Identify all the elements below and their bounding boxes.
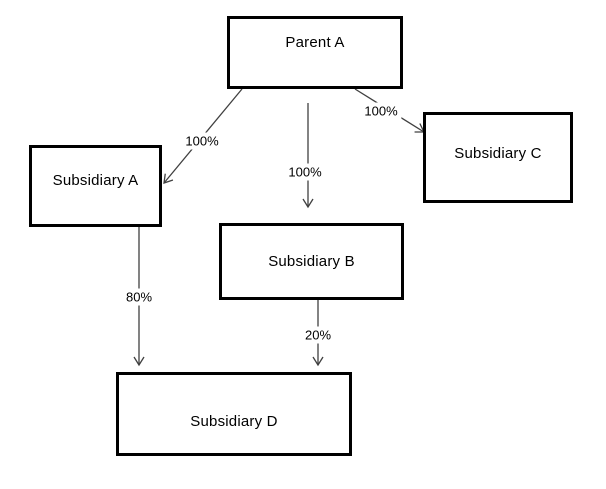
edge-label-parent-to-subsidiary-b: 100% bbox=[284, 163, 326, 181]
node-subsidiary-b: Subsidiary B bbox=[219, 223, 404, 300]
edge-label-parent-to-subsidiary-a: 100% bbox=[181, 132, 223, 150]
node-subsidiary-b-label: Subsidiary B bbox=[268, 253, 355, 270]
edge-label-parent-to-subsidiary-c: 100% bbox=[360, 102, 402, 120]
edge-label-subsidiary-b-to-d: 20% bbox=[300, 326, 336, 344]
node-subsidiary-d-label: Subsidiary D bbox=[190, 413, 278, 430]
node-subsidiary-c: Subsidiary C bbox=[423, 112, 573, 203]
node-subsidiary-c-label: Subsidiary C bbox=[454, 144, 542, 162]
node-parent-a: Parent A bbox=[227, 16, 403, 89]
node-subsidiary-a: Subsidiary A bbox=[29, 145, 162, 227]
edge-label-subsidiary-a-to-d: 80% bbox=[121, 288, 157, 306]
node-subsidiary-d: Subsidiary D bbox=[116, 372, 352, 456]
node-subsidiary-a-label: Subsidiary A bbox=[52, 171, 139, 189]
node-parent-a-label: Parent A bbox=[285, 34, 345, 51]
